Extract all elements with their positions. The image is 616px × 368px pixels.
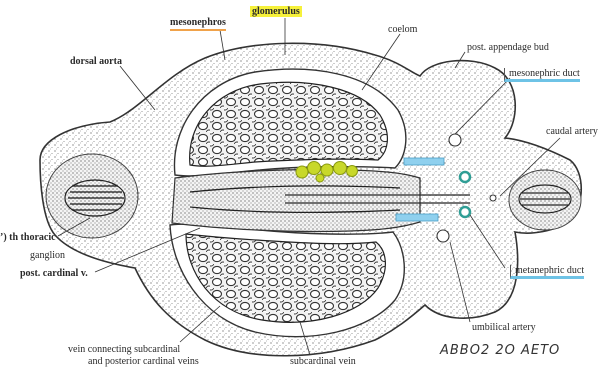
label-vein-connecting-1: vein connecting subcardinal [68,344,180,355]
label-glomerulus: glomerulus [250,6,302,17]
vessel-upper [449,134,461,146]
label-vein-connecting-2: and posterior cardinal veins [88,356,199,367]
label-subcardinal-vein: subcardinal vein [290,356,356,367]
caudal-artery-vessel [490,195,496,201]
mesonephric-duct-upper [404,158,444,165]
mesonephric-duct-lower [396,214,438,221]
label-dorsal-aorta: dorsal aorta [70,56,122,67]
label-mesonephric-duct: mesonephric duct [504,68,580,82]
vessel-lower [437,230,449,242]
label-caudal-artery: caudal artery [546,126,598,137]
label-metanephric-duct: metanephric duct [510,265,584,279]
metanephric-duct-lower [460,207,470,217]
label-mesonephros: mesonephros [170,17,226,31]
left-neural-region [46,154,138,238]
label-thoracic-ganglion-1: ʼ) th thoracic [0,232,56,243]
right-neural-region [509,170,581,230]
label-post-appendage-bud: post. appendage bud [467,42,549,53]
metanephric-duct-upper [460,172,470,182]
label-umbilical-artery: umbilical artery [472,322,536,333]
label-coelom: coelom [388,24,417,35]
central-mesentery [172,169,420,231]
handwritten-annotation: ABBO2 2O AETO [440,345,560,356]
label-thoracic-ganglion-2: ganglion [30,250,65,261]
label-post-cardinal-v: post. cardinal v. [20,268,88,279]
